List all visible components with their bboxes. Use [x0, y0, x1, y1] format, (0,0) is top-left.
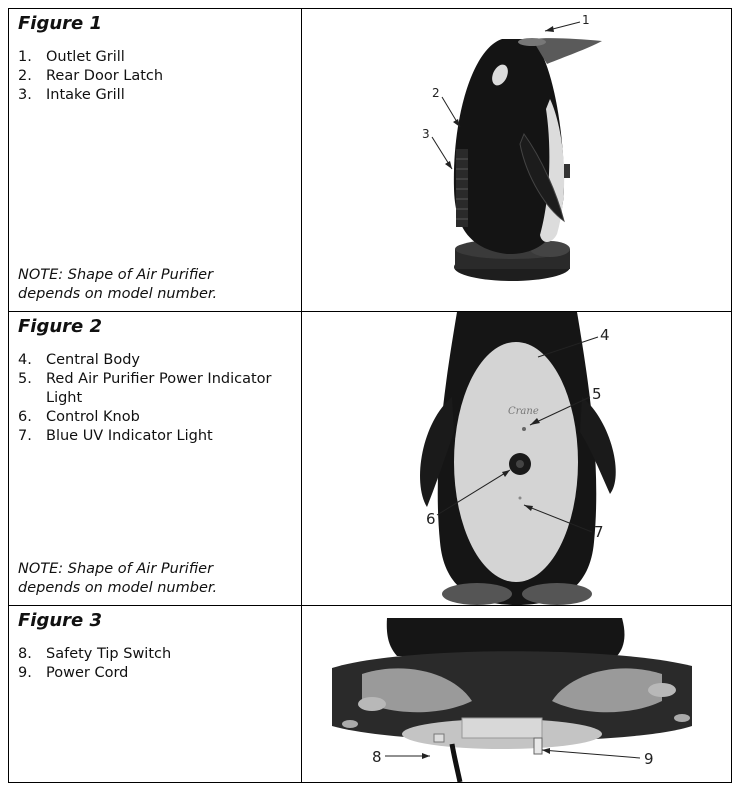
- list-item: 5.Red Air Purifier Power Indicator Light: [18, 371, 272, 406]
- figure-3-image-cell: 8 9: [301, 605, 732, 783]
- callout-4: 4: [600, 326, 610, 344]
- callout-6: 6: [426, 510, 436, 528]
- purifier-underside-illustration: 8 9: [332, 618, 692, 782]
- list-item: 1.Outlet Grill: [18, 49, 125, 65]
- figure-2-parts-list: 4.Central Body 5.Red Air Purifier Power …: [18, 351, 292, 446]
- figure-row-1: Figure 1 1.Outlet Grill 2.Rear Door Latc…: [8, 8, 732, 312]
- intake-grill: [456, 149, 468, 227]
- figure-1-title: Figure 1: [18, 13, 103, 34]
- figure-3-text-cell: Figure 3 8.Safety Tip Switch 9.Power Cor…: [8, 605, 302, 783]
- figure-1-image-cell: 1 2 3: [301, 8, 732, 312]
- list-item: 2.Rear Door Latch: [18, 68, 164, 84]
- figure-2-title: Figure 2: [18, 316, 103, 337]
- uv-indicator-light: [518, 496, 522, 500]
- list-item: 7.Blue UV Indicator Light: [18, 428, 213, 444]
- callout-1: 1: [582, 13, 590, 27]
- figure-row-2: Figure 2 4.Central Body 5.Red Air Purifi…: [8, 311, 732, 606]
- figure-row-3: Figure 3 8.Safety Tip Switch 9.Power Cor…: [8, 605, 732, 783]
- figure-2-note: NOTE: Shape of Air Purifier depends on m…: [18, 561, 218, 596]
- figure-1-text-cell: Figure 1 1.Outlet Grill 2.Rear Door Latc…: [8, 8, 302, 312]
- list-item: 9.Power Cord: [18, 665, 129, 681]
- figure-2-image-cell: Crane 4 5 6 7: [301, 311, 732, 606]
- callout-5: 5: [592, 385, 602, 403]
- penguin-front-view-illustration: Crane 4 5 6 7: [420, 312, 616, 605]
- power-cord: [449, 743, 463, 782]
- figures-table: Figure 1 1.Outlet Grill 2.Rear Door Latc…: [8, 8, 732, 783]
- safety-tip-switch: [433, 733, 445, 743]
- callout-8: 8: [372, 748, 382, 766]
- list-item: 3.Intake Grill: [18, 87, 125, 103]
- figure-3-parts-list: 8.Safety Tip Switch 9.Power Cord: [18, 645, 292, 683]
- figure-1-note: NOTE: Shape of Air Purifier depends on m…: [18, 267, 218, 302]
- callout-9: 9: [644, 750, 654, 768]
- list-item: 4.Central Body: [18, 352, 141, 368]
- list-item: 8.Safety Tip Switch: [18, 646, 172, 662]
- power-indicator-light: [522, 427, 526, 431]
- callout-3: 3: [422, 127, 430, 141]
- callout-7: 7: [594, 523, 604, 541]
- figure-3-title: Figure 3: [18, 610, 103, 631]
- penguin-side-view-illustration: 1 2 3: [422, 13, 602, 281]
- figure-2-text-cell: Figure 2 4.Central Body 5.Red Air Purifi…: [8, 311, 302, 606]
- figure-1-parts-list: 1.Outlet Grill 2.Rear Door Latch 3.Intak…: [18, 48, 292, 105]
- brand-logo-text: Crane: [508, 406, 539, 417]
- callout-2: 2: [432, 86, 440, 100]
- list-item: 6.Control Knob: [18, 409, 140, 425]
